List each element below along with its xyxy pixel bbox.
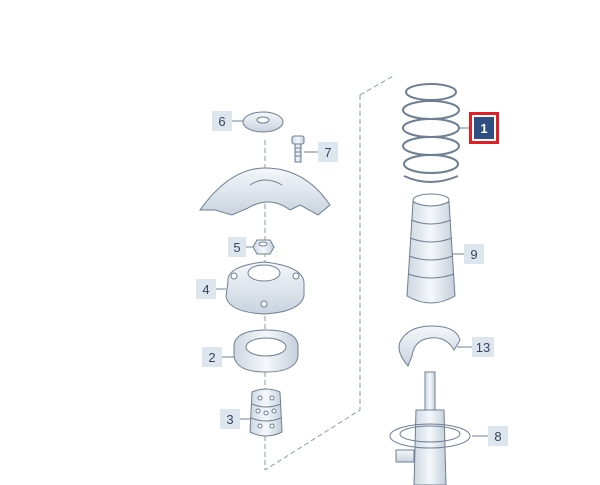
part-8-strut[interactable] xyxy=(389,371,471,485)
callout-9[interactable]: 9 xyxy=(464,244,484,264)
part-5-nut[interactable] xyxy=(252,239,275,255)
heat-shield[interactable] xyxy=(199,167,331,216)
leader-lines xyxy=(214,120,488,437)
part-2-bearing[interactable] xyxy=(233,329,299,373)
callout-8[interactable]: 8 xyxy=(488,426,508,446)
callout-4[interactable]: 4 xyxy=(196,279,216,299)
callout-2[interactable]: 2 xyxy=(202,347,222,367)
part-13-spring-seat[interactable] xyxy=(398,325,461,367)
part-1-coil-spring[interactable] xyxy=(402,83,460,183)
part-4-strut-mount[interactable] xyxy=(225,261,305,315)
part-3-bump-stop[interactable] xyxy=(249,388,283,437)
part-7-bolt[interactable] xyxy=(291,135,305,163)
callout-3[interactable]: 3 xyxy=(220,409,240,429)
callout-6[interactable]: 6 xyxy=(212,111,232,131)
callout-5[interactable]: 5 xyxy=(228,237,246,257)
part-6-cap[interactable] xyxy=(242,111,284,133)
callout-1-selected[interactable]: 1 xyxy=(469,112,499,144)
callout-13[interactable]: 13 xyxy=(472,337,494,357)
callout-7[interactable]: 7 xyxy=(318,142,338,162)
part-9-dust-boot[interactable] xyxy=(406,193,456,304)
